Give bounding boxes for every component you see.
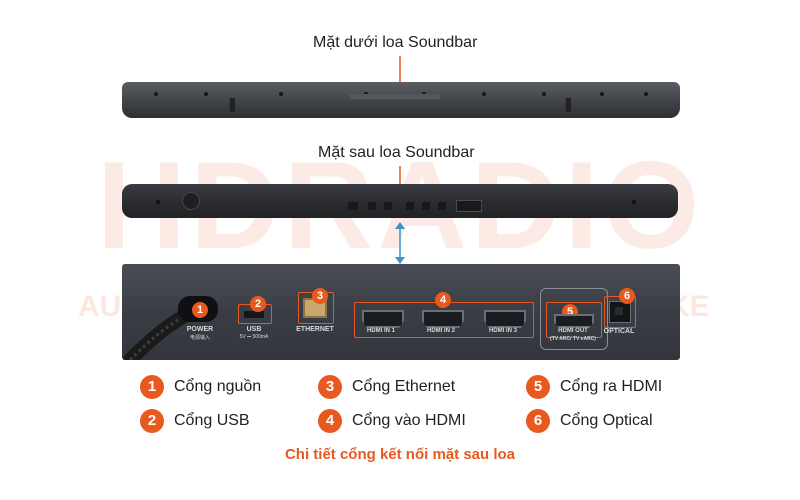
legend-number-2: 2	[140, 409, 164, 433]
power-label: POWER	[186, 326, 214, 333]
legend-item-6: 6 Cổng Optical	[526, 408, 653, 434]
usb-sublabel: 5V ⎓ 500mA	[239, 334, 269, 340]
legend-text-3: Cổng Ethernet	[352, 378, 456, 395]
legend-text-1: Cổng nguồn	[174, 378, 262, 395]
legend-item-5: 5 Cổng ra HDMI	[526, 374, 662, 400]
legend-text-6: Cổng Optical	[560, 412, 653, 429]
legend-item-2: 2 Cổng USB	[140, 408, 250, 434]
soundbar-back-view	[122, 184, 678, 218]
soundbar-bottom-view	[122, 82, 680, 118]
power-cable	[123, 309, 191, 360]
legend-text-2: Cổng USB	[174, 412, 250, 429]
legend-number-6: 6	[526, 409, 550, 433]
usb-label: USB	[246, 326, 262, 333]
zoom-arrow	[395, 222, 405, 264]
port-badge-1: 1	[192, 302, 208, 318]
port-badge-4: 4	[435, 292, 451, 308]
legend-item-1: 1 Cổng nguồn	[140, 374, 261, 400]
hdmi-in-1-label: HDMI IN 1	[366, 328, 395, 334]
footer-caption: Chi tiết cổng kết nối mặt sau loa	[284, 446, 516, 463]
ethernet-label: ETHERNET	[296, 326, 334, 333]
legend-item-4: 4 Cổng vào HDMI	[318, 408, 466, 434]
hdmi-out-frame	[540, 288, 608, 350]
hdmi-out-highlight	[546, 302, 602, 338]
hdmi-in-1-port	[362, 310, 404, 328]
usb-port	[244, 311, 264, 318]
hdmi-in-2-label: HDMI IN 2	[426, 328, 455, 334]
port-badge-6: 6	[619, 288, 635, 304]
legend-number-1: 1	[140, 375, 164, 399]
port-panel-closeup: 1 POWER 电源输入 2 USB 5V ⎓ 500mA 3 ETHERNET…	[122, 264, 680, 360]
bottom-view-caption: Mặt dưới loa Soundbar	[313, 34, 478, 51]
port-badge-2: 2	[250, 296, 266, 312]
hdmi-out-sublabel: (TV ARC/ TV eARC)	[550, 336, 596, 342]
legend-number-5: 5	[526, 375, 550, 399]
hdmi-in-3-port	[484, 310, 526, 328]
back-view-caption: Mặt sau loa Soundbar	[318, 144, 475, 161]
legend-number-4: 4	[318, 409, 342, 433]
port-badge-3: 3	[312, 288, 328, 304]
legend-text-5: Cổng ra HDMI	[560, 378, 663, 395]
legend-item-3: 3 Cổng Ethernet	[318, 374, 455, 400]
optical-label: OPTICAL	[603, 328, 635, 335]
hdmi-in-2-port	[422, 310, 464, 328]
hdmi-out-port	[554, 314, 594, 328]
hdmi-in-3-label: HDMI IN 3	[488, 328, 517, 334]
hdmi-out-label: HDMI OUT	[558, 328, 588, 334]
legend-text-4: Cổng vào HDMI	[352, 412, 466, 429]
legend-number-3: 3	[318, 375, 342, 399]
power-sublabel: 电源输入	[189, 335, 210, 341]
